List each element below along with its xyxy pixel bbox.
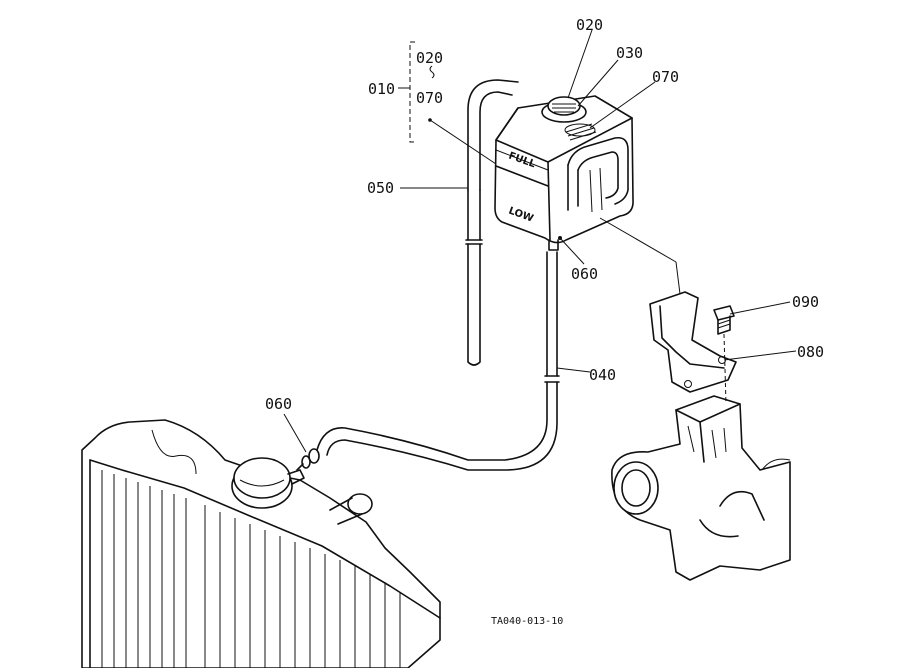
assembly-bracket-group [398,41,506,171]
callout-060-tank: 060 [571,265,598,283]
callout-020-cap: 020 [576,16,603,34]
callout-040: 040 [589,366,616,384]
callout-070-group: 070 [416,89,443,107]
callout-060-radiator: 060 [265,395,292,413]
reserve-tank: FULL LOW [494,95,634,251]
radiator [81,419,441,668]
drawing-code: TA040-013-10 [491,616,563,627]
callout-010: 010 [368,80,395,98]
mounting-bracket [649,291,737,393]
callout-030: 030 [616,44,643,62]
callout-070-part: 070 [652,68,679,86]
feed-hose [296,251,560,471]
callout-090: 090 [792,293,819,311]
callout-080: 080 [797,343,824,361]
overflow-hose [465,79,519,366]
engine-housing [611,395,791,581]
callout-020-group: 020 [416,49,443,67]
leader-lines [283,29,797,453]
callout-050: 050 [367,179,394,197]
callout-labels: 020 070 010 020 030 070 050 060 040 060 … [265,16,824,627]
